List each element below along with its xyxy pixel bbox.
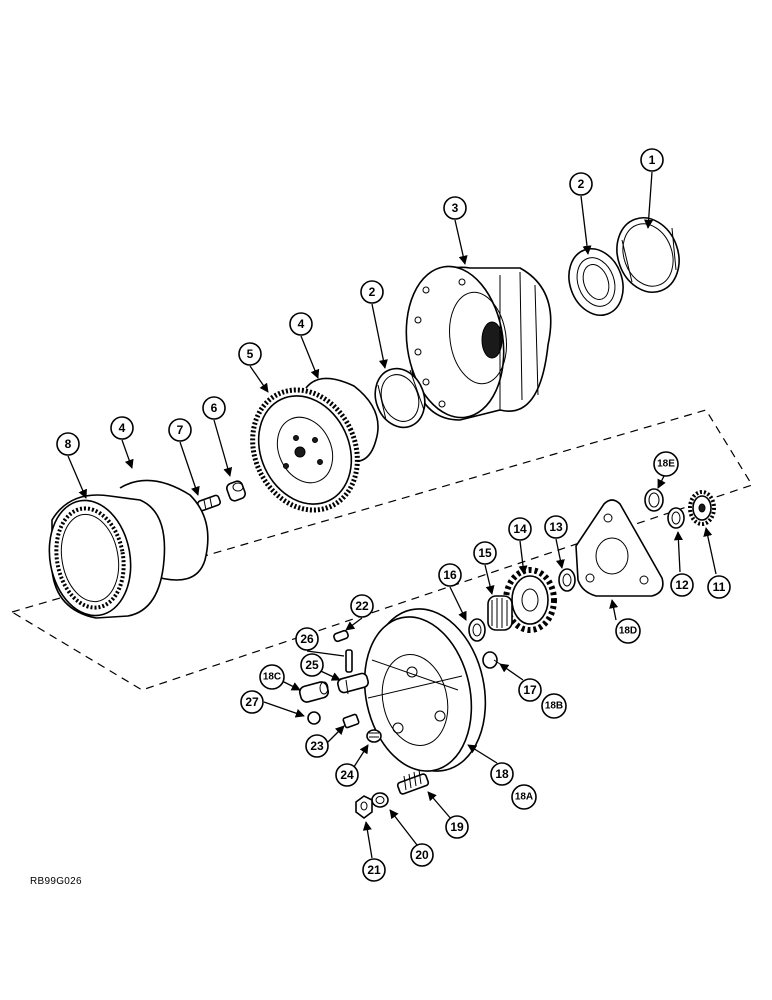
drawing-id-label: RB99G026 bbox=[30, 876, 82, 887]
callout-14-label: 14 bbox=[513, 522, 527, 536]
callout-3: 3 bbox=[443, 196, 467, 220]
callout-21: 21 bbox=[362, 858, 386, 882]
part-18-planet-carrier bbox=[363, 608, 487, 772]
callout-18E-label: 18E bbox=[657, 459, 675, 470]
callout-2-lower: 2 bbox=[360, 280, 384, 304]
part-15-needle-bearing bbox=[487, 595, 513, 631]
callout-5-label: 5 bbox=[247, 347, 254, 361]
callout-23: 23 bbox=[305, 734, 329, 758]
callout-24: 24 bbox=[335, 763, 359, 787]
callout-18D: 18D bbox=[615, 618, 641, 644]
callout-26: 26 bbox=[295, 627, 319, 651]
callout-27-label: 27 bbox=[245, 695, 259, 709]
callout-4-upper-label: 4 bbox=[298, 317, 305, 331]
callout-18B: 18B bbox=[541, 693, 567, 719]
callout-22-label: 22 bbox=[355, 599, 369, 613]
callout-20-label: 20 bbox=[415, 848, 429, 862]
callout-25: 25 bbox=[300, 653, 324, 677]
callout-27: 27 bbox=[240, 690, 264, 714]
callout-20: 20 bbox=[410, 843, 434, 867]
callout-1: 1 bbox=[640, 148, 664, 172]
callout-18C: 18C bbox=[259, 664, 285, 690]
callout-15-label: 15 bbox=[478, 546, 492, 560]
callout-12-label: 12 bbox=[675, 578, 689, 592]
callout-18: 18 bbox=[490, 762, 514, 786]
part-16-washer bbox=[468, 618, 486, 642]
part-3-hub bbox=[405, 265, 552, 421]
callout-1-label: 1 bbox=[649, 153, 656, 167]
callout-18C-label: 18C bbox=[263, 672, 281, 683]
callout-18A-label: 18A bbox=[515, 792, 533, 803]
callout-8-label: 8 bbox=[65, 437, 72, 451]
callout-13: 13 bbox=[544, 515, 568, 539]
part-19-stud bbox=[396, 769, 430, 795]
callout-4-lower: 4 bbox=[110, 416, 134, 440]
callout-18A: 18A bbox=[511, 784, 537, 810]
callout-17: 17 bbox=[518, 678, 542, 702]
callout-5: 5 bbox=[238, 342, 262, 366]
part-6-bushing bbox=[226, 480, 246, 502]
part-1-bearing-cup bbox=[616, 217, 680, 293]
callout-17-label: 17 bbox=[523, 683, 537, 697]
callout-16: 16 bbox=[438, 563, 462, 587]
part-18C-bushing bbox=[298, 681, 330, 703]
callout-24-label: 24 bbox=[340, 768, 354, 782]
callout-18B-label: 18B bbox=[545, 701, 563, 712]
callout-15: 15 bbox=[473, 541, 497, 565]
part-13-thrust-washer bbox=[558, 568, 576, 592]
callout-21-label: 21 bbox=[367, 863, 381, 877]
callout-19: 19 bbox=[445, 815, 469, 839]
callout-4-lower-label: 4 bbox=[119, 421, 126, 435]
callout-7: 7 bbox=[168, 418, 192, 442]
part-12-washer bbox=[667, 507, 685, 529]
callout-14: 14 bbox=[508, 517, 532, 541]
part-25-planet-shaft bbox=[337, 672, 369, 695]
callout-19-label: 19 bbox=[450, 820, 464, 834]
part-27-o-ring bbox=[307, 711, 321, 725]
callout-18-label: 18 bbox=[495, 767, 509, 781]
part-21-nut bbox=[355, 795, 373, 819]
callout-25-label: 25 bbox=[305, 658, 319, 672]
callout-11: 11 bbox=[707, 575, 731, 599]
hub-bolt-holes bbox=[414, 278, 466, 408]
callout-12: 12 bbox=[670, 573, 694, 597]
part-8-ring-gear bbox=[48, 494, 166, 619]
callout-3-label: 3 bbox=[452, 201, 459, 215]
callout-2-lower-label: 2 bbox=[369, 285, 376, 299]
dashed-axis-outline bbox=[10, 409, 753, 691]
part-5-drive-gear bbox=[250, 387, 360, 513]
callout-23-label: 23 bbox=[310, 739, 324, 753]
part-14-planet-gear bbox=[503, 567, 557, 633]
callout-11-label: 11 bbox=[713, 580, 726, 594]
part-18E-washer bbox=[644, 488, 664, 512]
part-20-washer bbox=[371, 792, 389, 808]
callout-26-label: 26 bbox=[300, 632, 314, 646]
part-2-bearing-cone-upper bbox=[568, 248, 624, 316]
callout-8: 8 bbox=[56, 432, 80, 456]
part-2-bearing-cone-lower bbox=[374, 367, 426, 429]
callout-18E: 18E bbox=[653, 451, 679, 477]
callout-2-upper-label: 2 bbox=[578, 177, 585, 191]
callout-6: 6 bbox=[202, 396, 226, 420]
part-18D-carrier-plate bbox=[575, 499, 664, 597]
part-11-pinion-gear bbox=[688, 490, 716, 526]
part-26-roll-pin bbox=[345, 649, 353, 673]
callout-22: 22 bbox=[350, 594, 374, 618]
callout-16-label: 16 bbox=[443, 568, 457, 582]
part-23-nut bbox=[342, 713, 360, 729]
callout-13-label: 13 bbox=[549, 520, 563, 534]
callout-7-label: 7 bbox=[177, 423, 184, 437]
callout-6-label: 6 bbox=[211, 401, 218, 415]
callout-2-upper: 2 bbox=[569, 172, 593, 196]
part-22-roll-pin bbox=[333, 629, 349, 643]
part-24-plug bbox=[366, 729, 382, 743]
callout-4-upper: 4 bbox=[289, 312, 313, 336]
callout-18D-label: 18D bbox=[619, 626, 637, 637]
part-17-screw bbox=[482, 651, 501, 669]
